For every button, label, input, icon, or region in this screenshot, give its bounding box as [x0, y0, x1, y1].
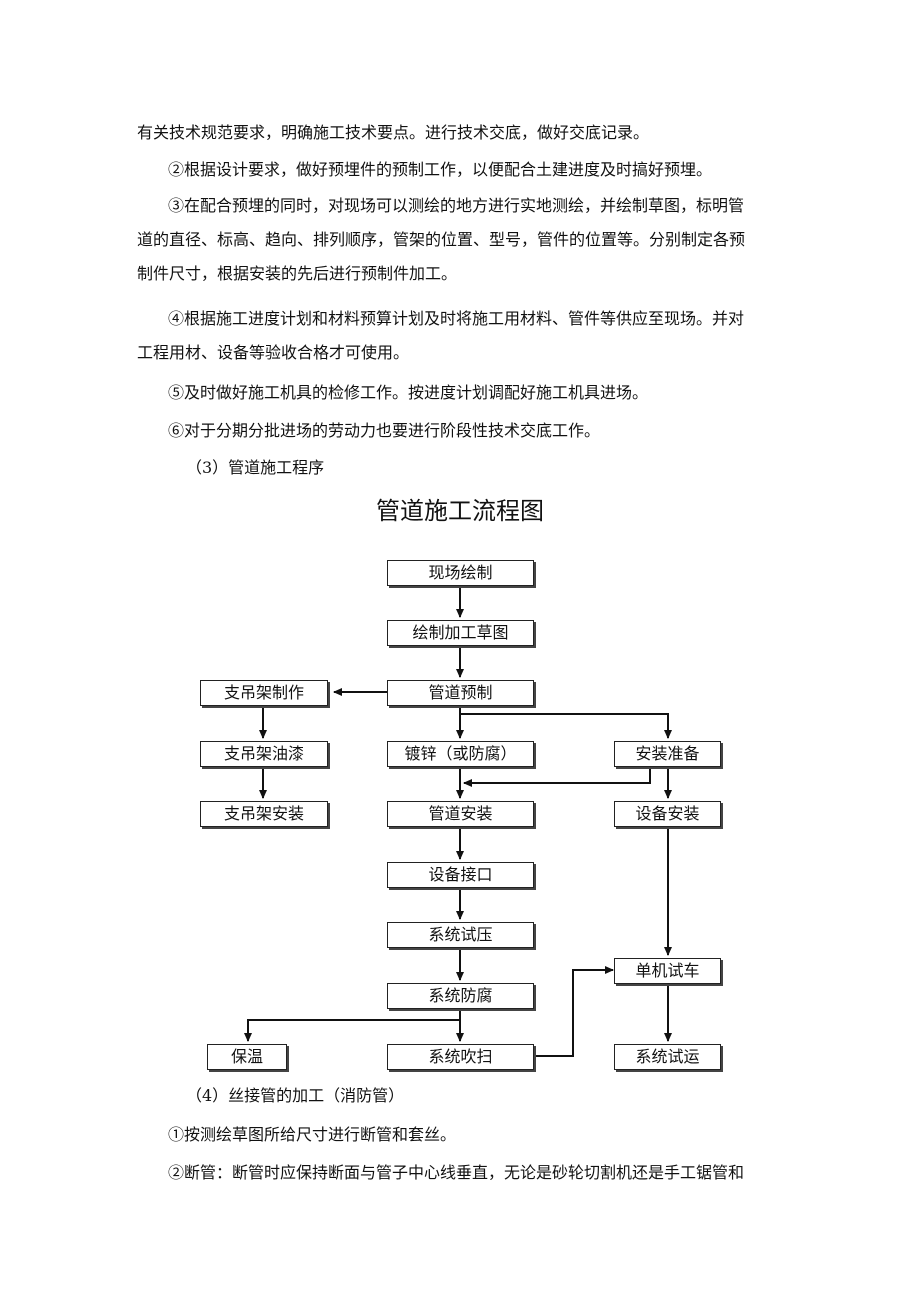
- flow-node-insulation: 保温: [207, 1044, 287, 1070]
- arrow-n3-n8: [460, 713, 672, 739]
- para-bottom-2-line-0: ②断管：断管时应保持断面与管子中心线垂直，无论是砂轮切割机还是手工锯管和: [168, 1163, 745, 1182]
- para-3-line-0: ④根据施工进度计划和材料预算计划及时将施工用材料、管件等供应至现场。并对: [168, 309, 745, 328]
- flow-node-hanger-install: 支吊架安装: [200, 801, 328, 827]
- flow-node-single-run-test: 单机试车: [614, 958, 721, 984]
- flow-node-hanger-fabrication: 支吊架制作: [200, 680, 328, 706]
- flow-node-field-drawing: 现场绘制: [387, 560, 534, 586]
- section-heading-4-text: （4）丝接管的加工（消防管）: [186, 1086, 405, 1105]
- arrow-n8-n9: [463, 768, 651, 787]
- arrow-n13-n15: [244, 1019, 460, 1042]
- flowchart-title: 管道施工流程图: [376, 497, 544, 525]
- para-2-line-2: 制件尺寸，根据安装的先后进行预制件加工。: [137, 264, 458, 283]
- para-bottom-2: ②断管：断管时应保持断面与管子中心线垂直，无论是砂轮切割机还是手工锯管和: [168, 1156, 818, 1190]
- para-2: ③在配合预埋的同时，对现场可以测绘的地方进行实地测绘，并绘制草图，标明管 道的直…: [137, 189, 787, 291]
- flow-node-galvanize: 镀锌（或防腐）: [387, 741, 534, 767]
- para-bottom-1: ①按测绘草图所给尺寸进行断管和套丝。: [168, 1118, 818, 1152]
- flow-node-processing-sketch: 绘制加工草图: [387, 620, 534, 646]
- para-5-line-0: ⑥对于分期分批进场的劳动力也要进行阶段性技术交底工作。: [168, 421, 601, 440]
- section-heading-3-text: （3）管道施工程序: [186, 458, 325, 477]
- arrow-n16-n14: [533, 966, 614, 1057]
- para-2-line-1: 道的直径、标高、趋向、排列顺序，管架的位置、型号，管件的位置等。分别制定各预: [137, 230, 746, 249]
- para-1-line-0: ②根据设计要求，做好预埋件的预制工作，以便配合土建进度及时搞好预埋。: [168, 160, 713, 179]
- flow-node-equipment-connection: 设备接口: [387, 862, 534, 888]
- section-heading-3: （3）管道施工程序: [186, 451, 836, 485]
- para-4-line-0: ⑤及时做好施工机具的检修工作。按进度计划调配好施工机具进场。: [168, 383, 649, 402]
- flow-node-hanger-painting: 支吊架油漆: [200, 741, 328, 767]
- para-4: ⑤及时做好施工机具的检修工作。按进度计划调配好施工机具进场。: [168, 376, 818, 410]
- flow-node-install-prep: 安装准备: [614, 741, 721, 767]
- flow-node-system-anticorrosion: 系统防腐: [387, 983, 534, 1009]
- flow-node-pipe-install: 管道安装: [387, 801, 534, 827]
- section-heading-4: （4）丝接管的加工（消防管）: [186, 1079, 836, 1113]
- para-bottom-1-line-0: ①按测绘草图所给尺寸进行断管和套丝。: [168, 1125, 457, 1144]
- flow-node-system-purge: 系统吹扫: [387, 1044, 534, 1070]
- para-0-line-0: 有关技术规范要求，明确施工技术要点。进行技术交底，做好交底记录。: [137, 123, 650, 142]
- para-1: ②根据设计要求，做好预埋件的预制工作，以便配合土建进度及时搞好预埋。: [168, 153, 818, 187]
- para-5: ⑥对于分期分批进场的劳动力也要进行阶段性技术交底工作。: [168, 414, 818, 448]
- flow-node-system-trial-run: 系统试运: [614, 1044, 721, 1070]
- para-2-line-0: ③在配合预埋的同时，对现场可以测绘的地方进行实地测绘，并绘制草图，标明管: [168, 196, 745, 215]
- flow-node-pipe-prefab: 管道预制: [387, 680, 534, 706]
- flow-node-pressure-test: 系统试压: [387, 922, 534, 948]
- para-3: ④根据施工进度计划和材料预算计划及时将施工用材料、管件等供应至现场。并对 工程用…: [137, 302, 787, 370]
- para-3-line-1: 工程用材、设备等验收合格才可使用。: [137, 343, 410, 362]
- para-0: 有关技术规范要求，明确施工技术要点。进行技术交底，做好交底记录。: [137, 116, 787, 150]
- flow-node-equipment-install: 设备安装: [614, 801, 721, 827]
